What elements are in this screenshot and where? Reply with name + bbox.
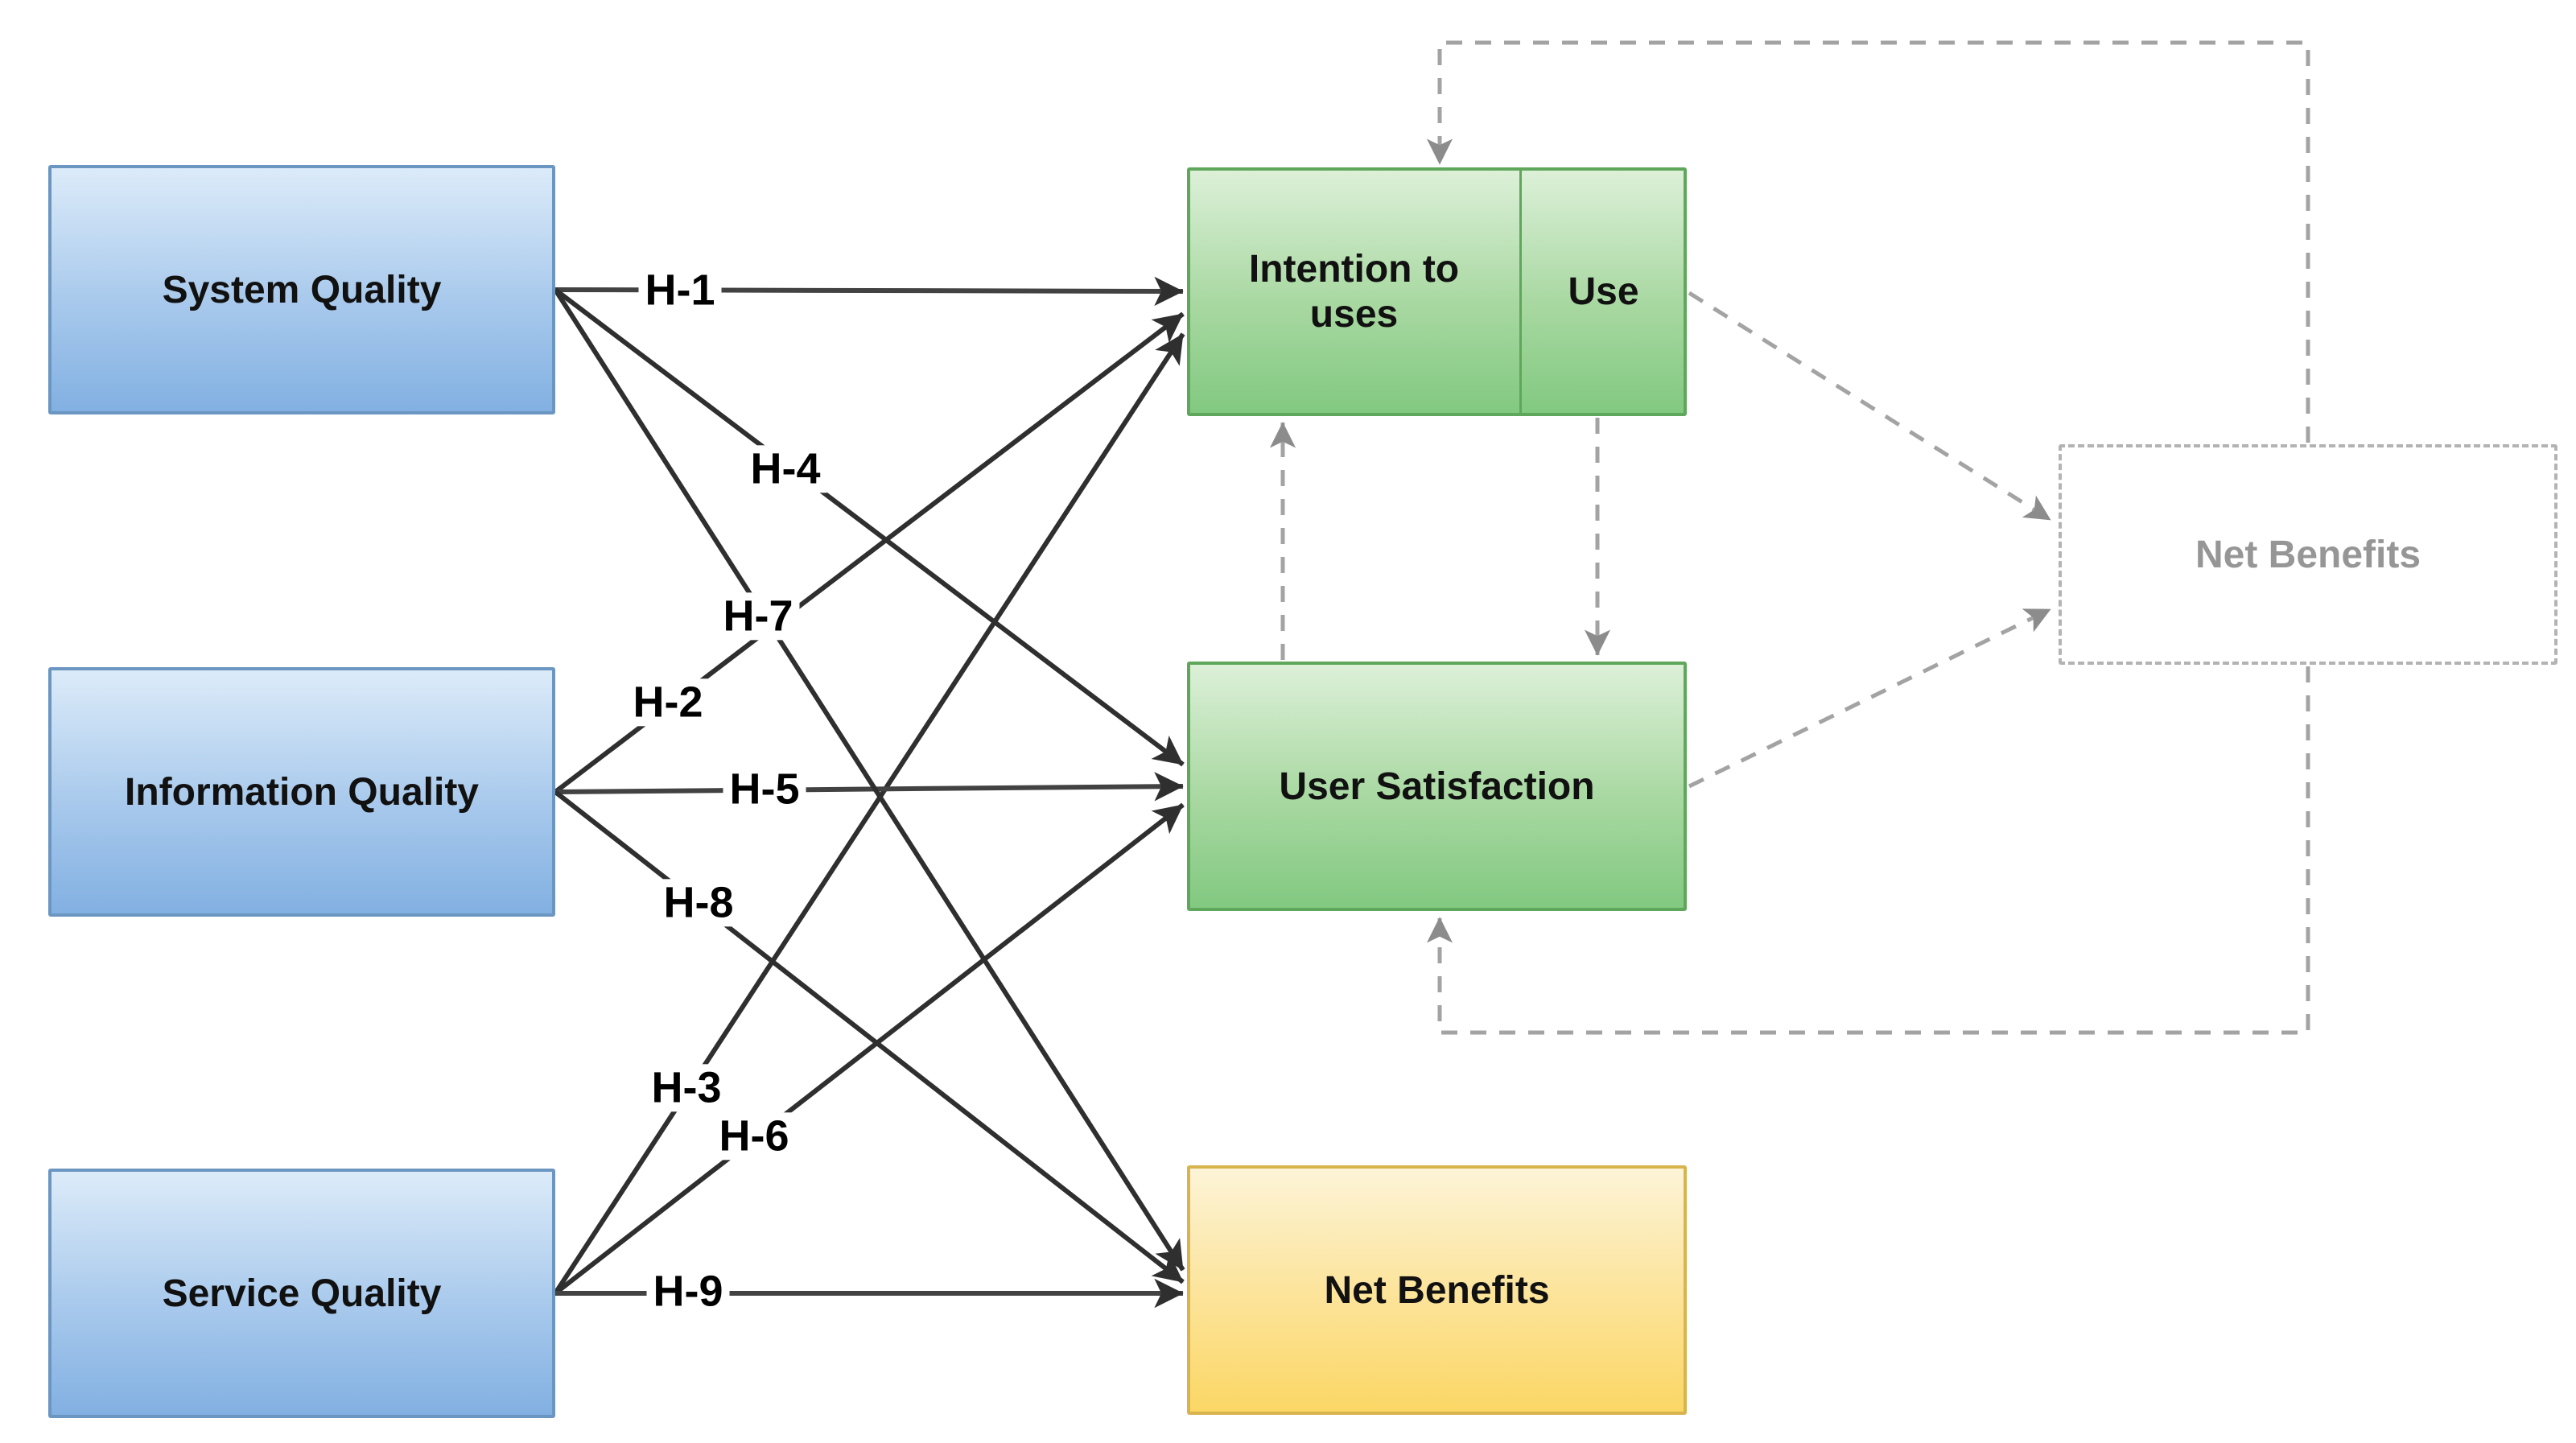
edge-label-h5: H-5 <box>723 765 806 814</box>
node-net-benefits-label: Net Benefits <box>1324 1268 1550 1312</box>
edge-h6-line <box>554 802 1185 1296</box>
node-intention-cell: Intention to uses <box>1189 171 1522 413</box>
edge-label-h4: H-4 <box>744 444 827 493</box>
edge-label-h6: H-6 <box>712 1111 796 1161</box>
node-service-quality: Service Quality <box>48 1169 555 1418</box>
node-use-cell: Use <box>1522 171 1685 413</box>
edge-label-h3: H-3 <box>645 1063 728 1112</box>
edge-h3-line <box>553 332 1185 1295</box>
node-system-quality: System Quality <box>48 165 555 414</box>
node-user-satisfaction-label: User Satisfaction <box>1279 765 1595 808</box>
node-information-quality-label: Information Quality <box>124 770 479 814</box>
edge-label-h2: H-2 <box>626 678 710 727</box>
node-net-benefits-future-label: Net Benefits <box>2195 533 2421 576</box>
node-intention-to-use: Intention to uses Use <box>1187 167 1687 416</box>
edge-h4-line <box>554 287 1185 767</box>
node-net-benefits-future: Net Benefits <box>2059 444 2557 665</box>
edge-h5-line <box>554 772 1184 802</box>
node-use-label: Use <box>1568 270 1639 313</box>
node-information-quality: Information Quality <box>48 667 555 917</box>
edge-label-h9: H-9 <box>646 1267 730 1316</box>
node-system-quality-label: System Quality <box>162 268 442 311</box>
node-net-benefits: Net Benefits <box>1187 1165 1687 1415</box>
node-service-quality-label: Service Quality <box>162 1272 442 1315</box>
edge-label-h1: H-1 <box>638 266 722 315</box>
edge-use-to-future-benefits-line <box>1688 291 2052 522</box>
edge-label-h7: H-7 <box>716 592 800 641</box>
node-user-satisfaction: User Satisfaction <box>1187 662 1687 911</box>
edge-h7-line <box>553 288 1185 1272</box>
node-intention-label: Intention to uses <box>1248 248 1460 336</box>
edge-satisfaction-to-future-benefits-line <box>1688 607 2052 789</box>
edge-future-benefits-to-satisfaction-loop <box>1426 666 2310 1035</box>
edge-label-h8: H-8 <box>657 878 740 927</box>
edge-h8-line <box>554 790 1185 1284</box>
